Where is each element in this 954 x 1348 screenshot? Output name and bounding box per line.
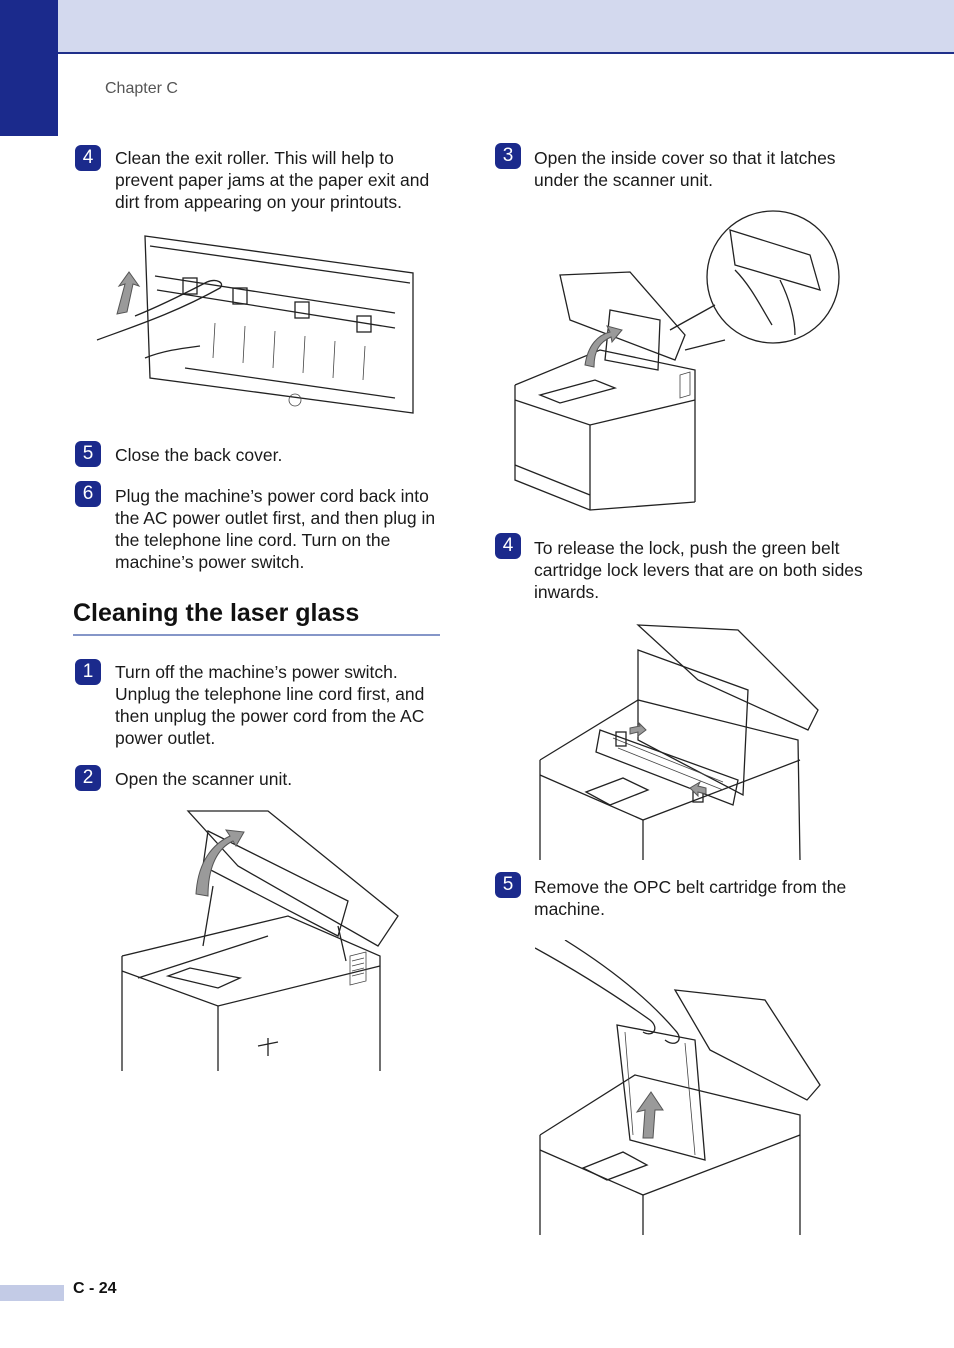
footer-band — [0, 1285, 64, 1301]
step-number-badge: 4 — [495, 533, 521, 559]
step-text: Remove the OPC belt cartridge from the m… — [534, 877, 847, 919]
step-number-badge: 3 — [495, 143, 521, 169]
step-number-badge: 1 — [75, 659, 101, 685]
inside-cover-latched-illustration — [514, 210, 840, 511]
chapter-tab — [0, 0, 58, 136]
section-title: Cleaning the laser glass — [73, 599, 360, 627]
header-band — [0, 0, 954, 54]
step-number-badge: 5 — [75, 441, 101, 467]
step-text: Plug the machine’s power cord back into … — [115, 486, 436, 572]
step-text: Open the inside cover so that it latches… — [534, 148, 836, 190]
scanner-unit-open-illustration — [121, 810, 399, 1071]
step-number-badge: 5 — [495, 872, 521, 898]
page-number: C - 24 — [73, 1280, 117, 1297]
step-text: Open the scanner unit. — [115, 769, 293, 789]
belt-cartridge-lock-levers-illustration — [539, 624, 819, 860]
step-text: To release the lock, push the green belt… — [534, 538, 863, 602]
step-text: Turn off the machine’s power switch. Unp… — [115, 662, 425, 748]
exit-roller-illustration — [96, 235, 414, 414]
opc-belt-cartridge-removal-illustration — [535, 940, 821, 1235]
step-text: Clean the exit roller. This will help to… — [115, 148, 430, 212]
step-number-badge: 2 — [75, 765, 101, 791]
step-text: Close the back cover. — [115, 445, 283, 465]
chapter-label: Chapter C — [105, 80, 178, 97]
step-number-badge: 4 — [75, 145, 101, 171]
step-number-badge: 6 — [75, 481, 101, 507]
section-divider — [73, 634, 440, 636]
